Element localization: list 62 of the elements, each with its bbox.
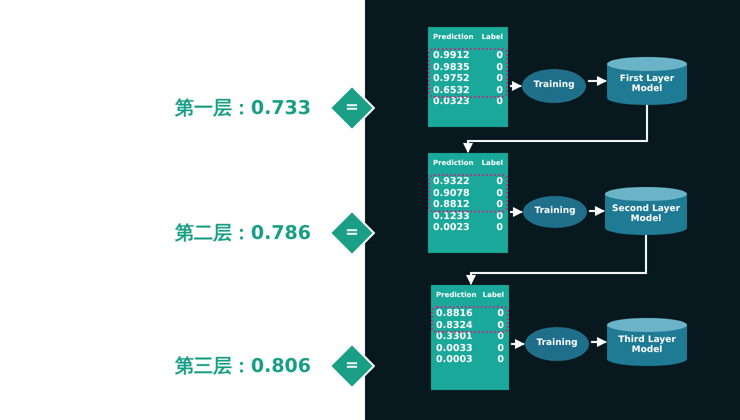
label-value: 0 [496,73,503,84]
label-value: 0 [496,176,503,188]
label-value: 0 [496,188,503,199]
node-label: Second Layer Model [611,204,681,224]
label-value: 0 [497,331,504,342]
node-label: First Layer Model [618,74,676,94]
arrow [589,206,605,216]
label-value: 0 [497,342,504,354]
node-label: Third Layer Model [617,335,677,355]
layer-score: 第三层：0.806 [174,354,311,379]
prediction-value: 0.9912 [433,50,470,62]
prediction-value: 0.9322 [433,176,470,188]
label-value: 0 [497,308,504,320]
prediction-value: 0.8816 [436,308,473,320]
layer-score: 第二层：0.786 [174,221,311,246]
score-table [428,153,508,253]
score-table [428,27,508,127]
prediction-value: 0.9752 [433,73,470,84]
label-value: 0 [496,84,503,96]
diamond-marker [329,85,375,131]
arrow [463,105,648,153]
node-label: Training [532,80,576,90]
prediction-value: 0.6532 [433,84,470,96]
model-cylinder [607,57,687,105]
prediction-value: 0.0033 [436,342,473,354]
equals-sign: = [344,97,360,116]
prediction-value: 0.3301 [436,331,473,342]
arrow [588,76,607,86]
arrow [466,235,647,285]
equals-sign: = [344,355,360,374]
prediction-value: 0.0323 [433,96,470,108]
arrow [510,207,523,217]
node-label: Training [533,206,577,216]
arrow [510,81,522,91]
prediction-value: 0.0023 [433,222,470,234]
process-ellipse [522,69,586,103]
score-table [431,285,509,390]
label-value: 0 [497,354,504,366]
label-value: 0 [496,199,503,210]
equals-sign: = [344,222,360,241]
model-cylinder [607,318,687,366]
prediction-value: 0.9835 [433,62,470,73]
label-value: 0 [496,222,503,234]
label-value: 0 [496,50,503,62]
label-value: 0 [497,320,504,331]
process-ellipse [523,196,587,228]
model-cylinder [605,187,687,235]
label-value: 0 [496,96,503,108]
prediction-value: 0.9078 [433,188,470,199]
label-value: 0 [496,62,503,73]
prediction-value: 0.0003 [436,354,473,366]
arrow [591,337,607,347]
diamond-marker [329,343,375,389]
layer-score: 第一层：0.733 [174,96,311,121]
diamond-marker [329,210,375,256]
node-label: Training [535,338,579,348]
arrow [511,339,525,349]
prediction-value: 0.8324 [436,320,473,331]
label-value: 0 [496,210,503,222]
prediction-value: 0.1233 [433,210,470,222]
process-ellipse [525,327,589,361]
prediction-value: 0.8812 [433,199,470,210]
